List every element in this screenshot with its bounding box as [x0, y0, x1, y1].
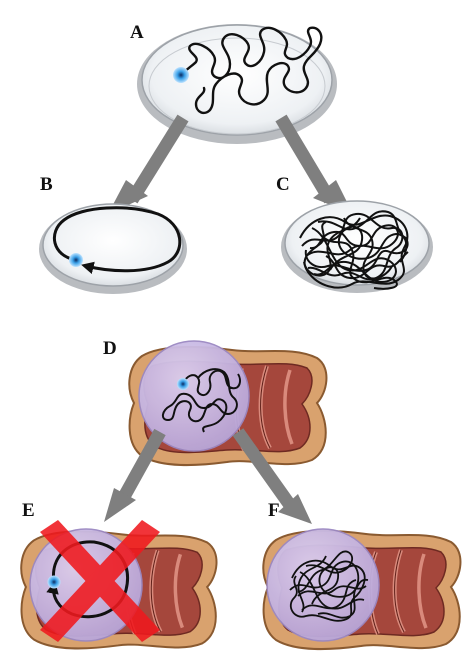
dish-a	[141, 24, 333, 136]
cell-dot-e	[47, 575, 61, 589]
arrow-a-to-c	[275, 114, 336, 204]
cell-path-b	[53, 206, 182, 274]
cell-path-d	[162, 368, 241, 433]
arrow-d-to-e-head	[104, 488, 136, 522]
panel-label-b: B	[40, 174, 53, 195]
arrow-d-to-e	[114, 428, 166, 508]
panel-f: F	[263, 500, 460, 649]
red-cross-icon	[40, 520, 160, 642]
panel-label-c: C	[276, 174, 290, 195]
arrow-d-to-f	[232, 428, 298, 512]
tangle-f	[289, 550, 369, 622]
cell-dot-d	[177, 378, 189, 390]
cell-dot-a	[173, 67, 189, 83]
panel-label-d: D	[103, 338, 117, 359]
arrows-from-d	[104, 428, 312, 524]
cell-dot-b	[69, 253, 83, 267]
tangle-c	[299, 210, 409, 290]
arrow-d-to-f-head	[278, 494, 312, 524]
bubble-d	[138, 340, 250, 452]
panel-label-f: F	[268, 500, 280, 521]
panel-e: E	[19, 500, 219, 651]
panel-label-e: E	[22, 500, 35, 521]
panel-a: A	[130, 22, 337, 144]
panel-d: D	[103, 338, 329, 468]
panel-label-a: A	[130, 22, 144, 43]
arrow-a-to-b	[126, 114, 189, 204]
cell-path-a	[179, 26, 323, 115]
panel-c: C	[276, 174, 433, 293]
panel-b: B	[39, 174, 187, 294]
